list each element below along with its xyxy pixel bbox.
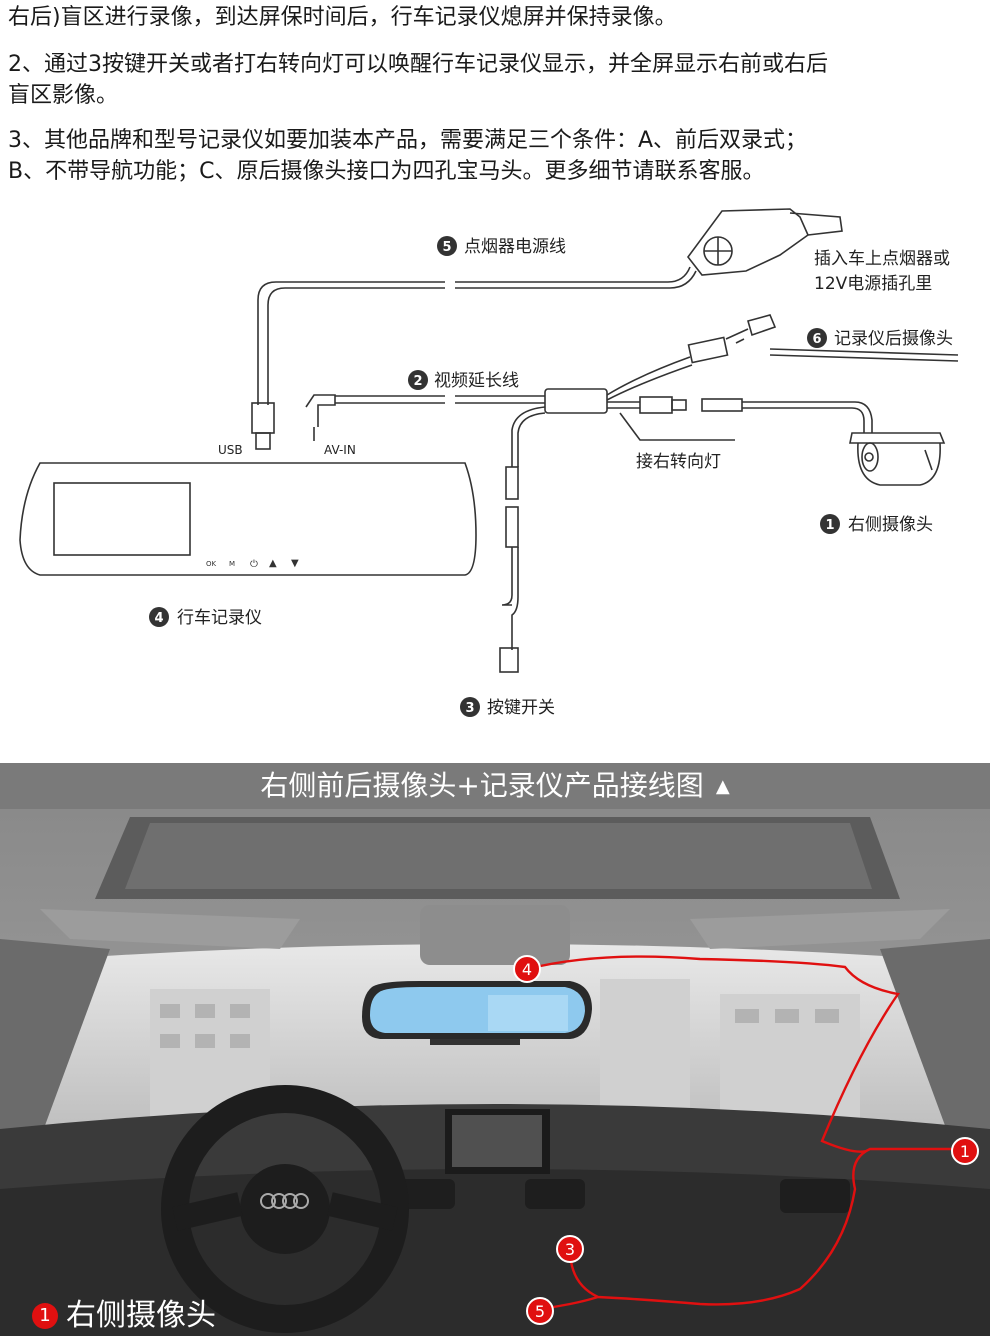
ok-button-label: OK xyxy=(206,560,217,568)
recorder-label: 行车记录仪 xyxy=(177,608,262,628)
route-marker-label: 3 xyxy=(565,1240,575,1259)
rear-camera-label: 记录仪后摄像头 xyxy=(834,329,953,349)
av-in-label: AV-IN xyxy=(324,443,356,457)
note-2: 2、通过3按键开关或者打右转向灯可以唤醒行车记录仪显示，并全屏显示右前或右后 盲… xyxy=(8,49,828,111)
note-3: 3、其他品牌和型号记录仪如要加装本产品，需要满足三个条件：A、前后双录式； B、… xyxy=(8,125,807,187)
section-title-band: 右侧前后摄像头+记录仪产品接线图 ▲ xyxy=(0,763,990,809)
route-marker-label: 1 xyxy=(960,1142,970,1161)
note-line: 盲区影像。 xyxy=(8,83,119,108)
usb-label: USB xyxy=(218,443,243,457)
route-marker xyxy=(513,955,541,983)
section-title: 右侧前后摄像头+记录仪产品接线图 xyxy=(260,769,704,802)
triangle-up-icon: ▲ xyxy=(715,776,730,797)
caption-text: 右侧摄像头 xyxy=(66,1298,216,1333)
note-1: 右后)盲区进行录像，到达屏保时间后，行车记录仪熄屏并保持录像。 xyxy=(8,2,677,33)
extension-cable-label: 视频延长线 xyxy=(434,371,519,391)
number-badge xyxy=(149,607,169,627)
route-marker-label: 5 xyxy=(535,1302,545,1321)
plug-note-2: 12V电源插孔里 xyxy=(814,274,932,294)
button-switch-label: 按键开关 xyxy=(487,698,555,718)
number-badge xyxy=(437,236,457,256)
car-interior-photo: 4 1 3 5 1 右侧摄像头 xyxy=(0,809,990,1336)
m-button-label: M xyxy=(229,560,235,568)
number-badge xyxy=(460,697,480,717)
number-badge xyxy=(820,514,840,534)
number-badge-text: 4 xyxy=(154,611,163,626)
note-line: 2、通过3按键开关或者打右转向灯可以唤醒行车记录仪显示，并全屏显示右前或右后 xyxy=(8,52,828,77)
note-line: 右后)盲区进行录像，到达屏保时间后，行车记录仪熄屏并保持录像。 xyxy=(8,5,677,30)
number-badge-text: 1 xyxy=(825,518,834,533)
number-badge-text: 6 xyxy=(812,332,821,347)
route-markers: 4 1 3 5 xyxy=(513,955,979,1325)
number-badge xyxy=(807,328,827,348)
power-icon: ⏻ xyxy=(250,559,258,570)
turn-signal-label: 接右转向灯 xyxy=(636,452,721,472)
photo-caption: 1 右侧摄像头 xyxy=(32,1296,216,1336)
number-badge-text: 3 xyxy=(465,701,474,716)
wiring-diagram: OK M ⏻ ▲ ▼ USB AV-IN 5 点烟器电源线 插入车上点烟器或 1… xyxy=(0,195,990,745)
route-marker xyxy=(556,1235,584,1263)
down-arrow-icon: ▼ xyxy=(291,558,299,569)
power-cable-label: 点烟器电源线 xyxy=(464,237,566,257)
route-marker xyxy=(526,1297,554,1325)
caption-number-badge: 1 xyxy=(32,1303,58,1329)
up-arrow-icon: ▲ xyxy=(269,558,277,569)
number-badge-text: 2 xyxy=(413,374,422,389)
note-line: 3、其他品牌和型号记录仪如要加装本产品，需要满足三个条件：A、前后双录式； xyxy=(8,128,808,153)
number-badge-text: 5 xyxy=(442,240,451,255)
number-badge xyxy=(408,370,428,390)
route-marker xyxy=(951,1137,979,1165)
note-line: B、不带导航功能；C、原后摄像头接口为四孔宝马头。更多细节请联系客服。 xyxy=(8,159,765,184)
route-marker-label: 4 xyxy=(522,960,532,979)
plug-note-1: 插入车上点烟器或 xyxy=(814,249,950,269)
right-camera-label: 右侧摄像头 xyxy=(848,515,933,535)
